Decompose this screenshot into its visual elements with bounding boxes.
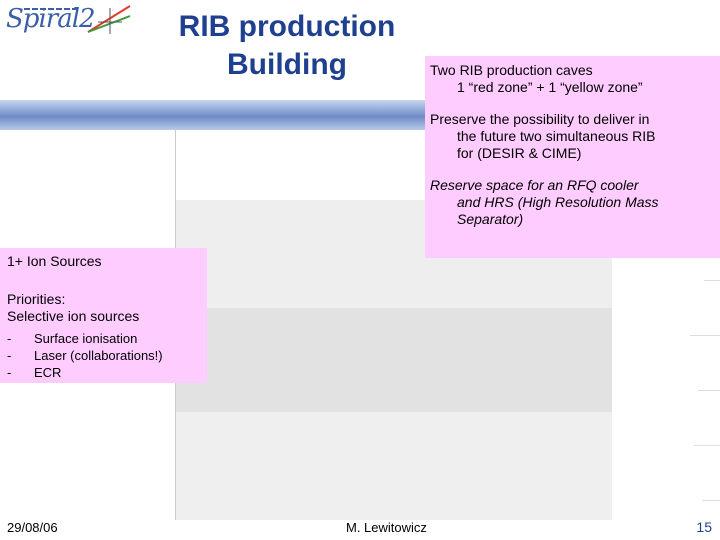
title-line-1: RIB production <box>178 10 396 43</box>
note-reserve-line-1: Reserve space for an RFQ cooler <box>430 177 639 193</box>
list-item: ECR <box>7 364 163 381</box>
priorities-line-1: Priorities: <box>7 291 66 307</box>
note-simultaneous-line-3: for (DESIR & CIME) <box>457 145 582 161</box>
priorities-text: Priorities: Selective ion sources <box>7 291 139 325</box>
note-simultaneous-line-1: Preserve the possibility to deliver in <box>430 111 650 127</box>
page-number: 15 <box>696 519 712 535</box>
list-item: Laser (collaborations!) <box>7 347 163 364</box>
spiral2-logo: Spiral2 <box>2 2 132 40</box>
logo-graphic-icon <box>24 5 131 34</box>
plan-section <box>175 412 612 520</box>
list-item: Surface ionisation <box>7 330 163 347</box>
ion-sources-notes: 1+ Ion Sources Priorities: Selective ion… <box>0 248 207 383</box>
rib-caves-notes: Two RIB production caves 1 “red zone” + … <box>425 56 720 258</box>
footer-date: 29/08/06 <box>7 520 58 535</box>
note-caves-line-1: Two RIB production caves <box>430 62 593 78</box>
note-reserve-line-2: and HRS (High Resolution Mass <box>457 194 659 210</box>
note-simultaneous: Preserve the possibility to deliver in t… <box>425 111 720 162</box>
plan-section <box>175 308 612 412</box>
note-caves-line-2: 1 “red zone” + 1 “yellow zone” <box>457 79 643 95</box>
ion-sources-heading: 1+ Ion Sources <box>7 253 102 269</box>
title-line-2: Building <box>227 48 347 81</box>
note-reserve-line-3: Separator) <box>457 211 524 227</box>
ion-source-list: Surface ionisation Laser (collaborations… <box>7 330 163 381</box>
footer-author: M. Lewitowicz <box>346 520 427 535</box>
note-caves: Two RIB production caves 1 “red zone” + … <box>425 62 720 96</box>
note-reserve-space: Reserve space for an RFQ cooler and HRS … <box>425 177 720 228</box>
priorities-line-2: Selective ion sources <box>7 308 140 324</box>
note-simultaneous-line-2: the future two simultaneous RIB <box>457 128 656 144</box>
page-title: RIB production Building <box>168 8 406 84</box>
